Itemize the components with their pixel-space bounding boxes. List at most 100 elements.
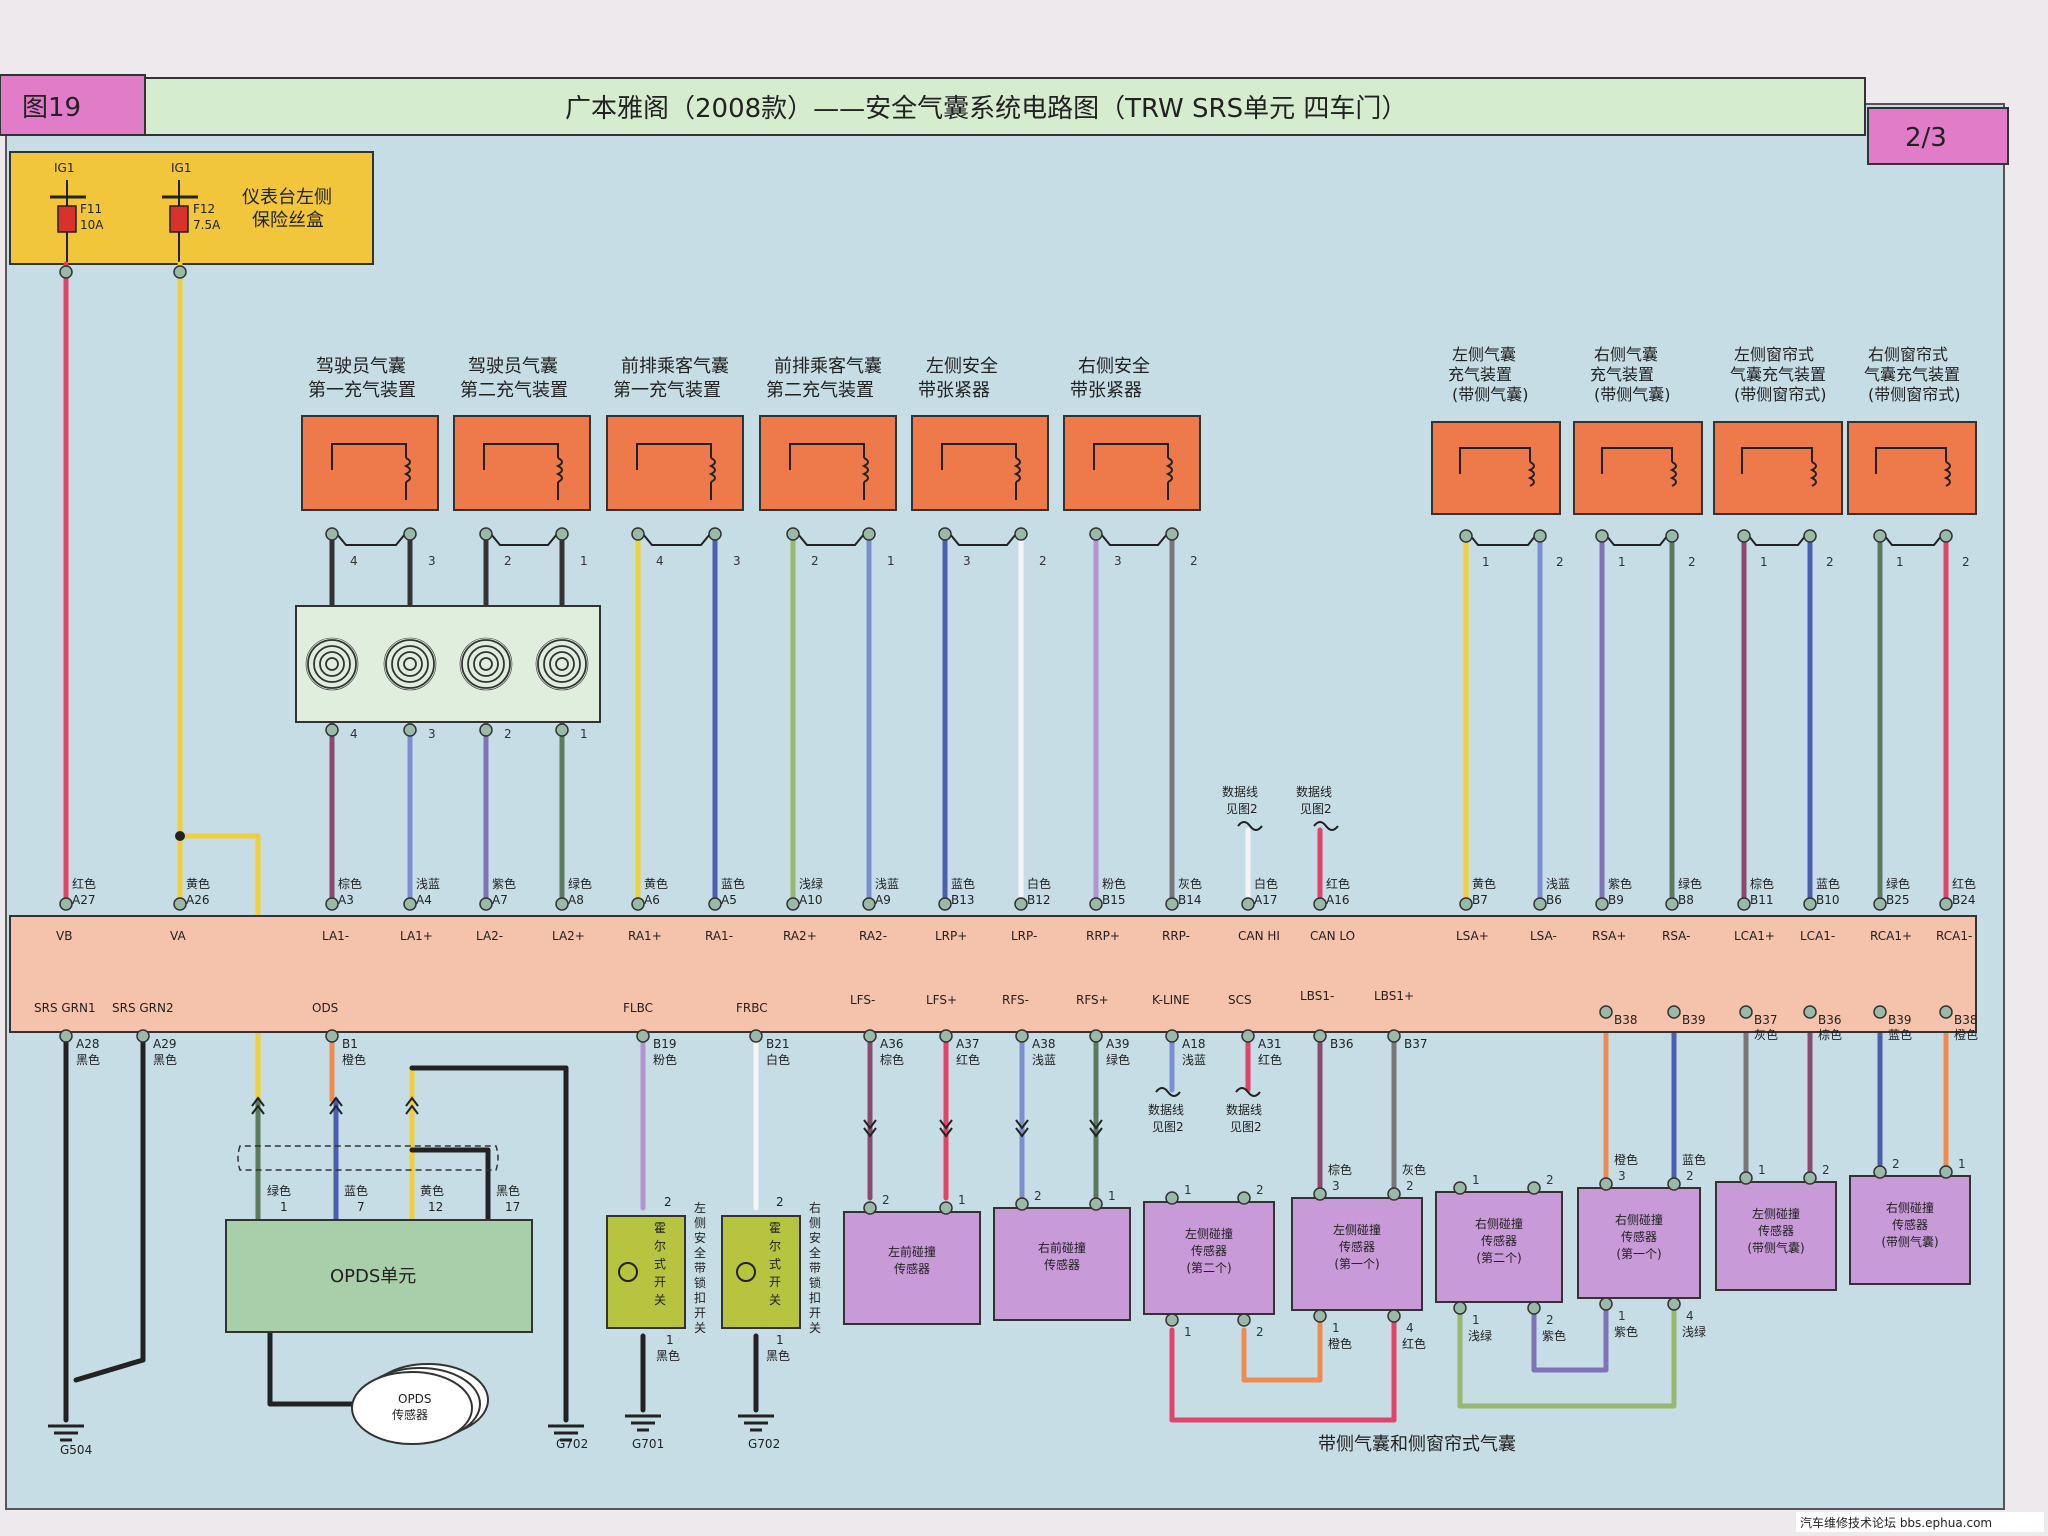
srs-top-signal-16: LSA+ xyxy=(1456,929,1489,943)
srs-bottom-color-1: 黑色 xyxy=(153,1053,177,1067)
buckle-inner-0-0: 霍 xyxy=(654,1221,666,1235)
side-component-label-0-0: 左侧气囊 xyxy=(1452,345,1516,364)
srs-top-pin-0: A27 xyxy=(72,893,95,907)
squib-coil-icon xyxy=(1165,457,1173,483)
front-pin-5-1: 2 xyxy=(1190,554,1198,568)
srs-top-pin-14: A17 xyxy=(1254,893,1277,907)
crash-sensor-wire-3-0: 棕色 xyxy=(1328,1162,1352,1177)
front-component-label-1-a: 驾驶员气囊 xyxy=(468,356,558,377)
srs-right-pin-2: B37 xyxy=(1754,1013,1778,1027)
crash-sensor-wire-3-2: 橙色 xyxy=(1328,1336,1352,1351)
srs-right-color-2: 灰色 xyxy=(1754,1028,1778,1042)
connector-pin xyxy=(1939,1005,1953,1019)
srs-bottom-color-5: 棕色 xyxy=(880,1052,904,1067)
connector-pin xyxy=(1803,897,1817,911)
srs-bottom-color-6: 红色 xyxy=(956,1052,980,1067)
connector-pin xyxy=(403,723,417,737)
crash-sensor-bot-pin-2-1: 2 xyxy=(1256,1325,1264,1339)
buckle-side-0-4: 带 xyxy=(694,1261,706,1275)
connector-pin xyxy=(1089,1197,1103,1211)
side-pin-2-1: 2 xyxy=(1826,555,1834,569)
grounds: G504 G702 G701 G702 xyxy=(48,1414,780,1457)
crash-sensor-wire-4-0: 浅绿 xyxy=(1468,1328,1492,1343)
buckle-side-0-7: 开 xyxy=(694,1306,706,1320)
crash-sensor-bot-pin-3-1: 4 xyxy=(1406,1321,1414,1335)
connector-pin xyxy=(862,897,876,911)
srs-bottom-color-7: 浅蓝 xyxy=(1032,1053,1056,1067)
side-inflator-3 xyxy=(1847,421,1977,515)
page-number: 2/3 xyxy=(1905,123,1947,153)
connector-pin xyxy=(1939,529,1953,543)
srs-top-color-19: 绿色 xyxy=(1678,876,1702,891)
srs-top-signal-11: LRP- xyxy=(1011,929,1037,943)
connector-pin xyxy=(1803,1171,1817,1185)
crash-sensor-label-0-0: 左前碰撞 xyxy=(888,1244,936,1259)
srs-bottom-signal-7: RFS- xyxy=(1002,993,1029,1007)
opds-wire-3-color: 黄色 xyxy=(420,1184,444,1198)
crash-sensor-label-4-0: 右侧碰撞 xyxy=(1475,1216,1523,1231)
srs-right-color-5: 橙色 xyxy=(1954,1027,1978,1042)
fuse-name-1: F11 xyxy=(80,202,102,216)
fuse-box: IG1 F11 10A IG1 F12 7.5A 仪表台左侧 保险丝盒 xyxy=(9,151,374,265)
front-pin-2-1: 3 xyxy=(733,554,741,568)
srs-bottom-color-4: 白色 xyxy=(766,1052,790,1067)
srs-top-signal-18: RSA+ xyxy=(1592,929,1626,943)
connector-pin xyxy=(1527,1301,1541,1315)
opds-wire-2-pin: 7 xyxy=(357,1200,365,1214)
clockspring-coil-icon xyxy=(383,637,437,691)
srs-top-color-20: 棕色 xyxy=(1750,876,1774,891)
crash-sensor-top-pin-3-1: 2 xyxy=(1406,1179,1414,1193)
buckle-side-1-7: 开 xyxy=(809,1306,821,1320)
srs-right-pin-4: B39 xyxy=(1888,1013,1912,1027)
srs-top-signal-13: RRP- xyxy=(1162,929,1190,943)
squib-coil-icon xyxy=(861,457,869,483)
buckle-side-0-5: 锁 xyxy=(694,1275,706,1290)
buckle-inner-1-3: 开 xyxy=(769,1275,781,1289)
clockspring-coil-icon xyxy=(535,637,589,691)
side-pin-0-1: 2 xyxy=(1556,555,1564,569)
figure-number: 图19 xyxy=(22,93,81,123)
crash-sensor-wire-5-3: 浅绿 xyxy=(1682,1324,1706,1339)
buckle-side-0-1: 侧 xyxy=(694,1216,706,1230)
srs-top-color-9: 浅蓝 xyxy=(875,877,899,891)
connector-pin xyxy=(1089,1029,1103,1043)
crash-sensor-bot-pin-3-0: 1 xyxy=(1332,1321,1340,1335)
srs-bottom-pin-5: A36 xyxy=(880,1037,903,1051)
connector-pin xyxy=(1387,1187,1401,1201)
connector-pin xyxy=(479,527,493,541)
crash-sensor-top-pin-1-0: 2 xyxy=(1034,1189,1042,1203)
crash-sensor-label-6-0: 左侧碰撞 xyxy=(1752,1206,1800,1221)
side-component-label-3-2: (带侧窗帘式) xyxy=(1868,385,1961,404)
front-pin-0-1: 3 xyxy=(428,554,436,568)
srs-top-pin-6: A6 xyxy=(644,893,660,907)
connector-pin xyxy=(1459,897,1473,911)
connector-pin xyxy=(325,527,339,541)
buckle-side-1-4: 带 xyxy=(809,1261,821,1275)
left-hall-icon xyxy=(618,1262,638,1282)
crash-sensor-top-pin-5-0: 3 xyxy=(1618,1169,1626,1183)
connector-pin xyxy=(862,527,876,541)
side-component-label-0-2: (带侧气囊) xyxy=(1452,385,1529,404)
srs-top-pin-13: B14 xyxy=(1178,893,1202,907)
srs-top-color-10: 蓝色 xyxy=(951,877,975,891)
opds-shield xyxy=(237,1145,499,1171)
clockspring-pin-3: 1 xyxy=(580,727,588,741)
data-line-bottom-2a: 数据线 xyxy=(1226,1102,1262,1117)
side-pin-2-0: 1 xyxy=(1760,555,1768,569)
srs-bottom-signal-8: RFS+ xyxy=(1076,993,1109,1007)
crash-sensor-label-3-1: 传感器 xyxy=(1339,1239,1375,1254)
crash-sensor-bot-pin-4-0: 1 xyxy=(1472,1313,1480,1327)
right-buckle-pin-bottom: 1 xyxy=(776,1333,784,1347)
connector-pin xyxy=(1803,529,1817,543)
ground-g702-right: G702 xyxy=(748,1437,780,1451)
crash-sensor-body-1 xyxy=(993,1207,1131,1321)
